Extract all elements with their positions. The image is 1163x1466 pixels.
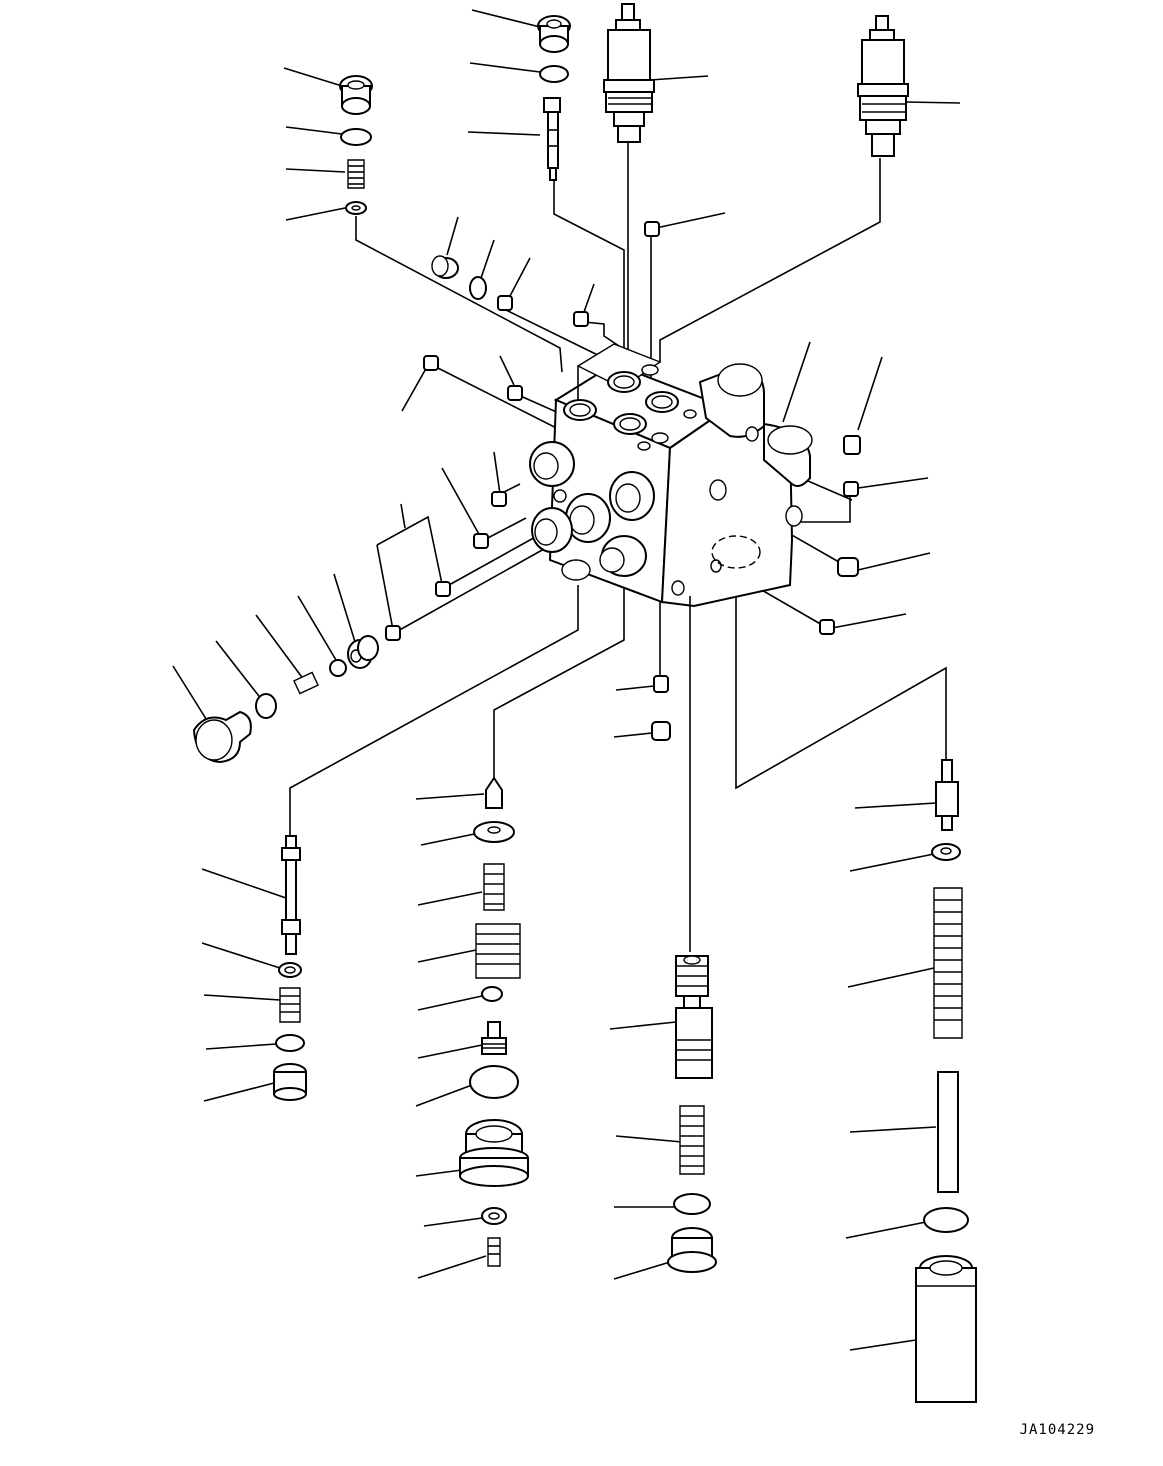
- relief-valve-right: [858, 16, 908, 156]
- top-left-parts: [340, 76, 372, 214]
- leader-lines: [173, 10, 960, 1350]
- assembly-lines: [290, 140, 946, 952]
- center-left-parts: [460, 778, 528, 1266]
- relief-valve-left: [604, 4, 654, 142]
- top-center-parts: [538, 16, 570, 180]
- left-spool: [274, 836, 306, 1100]
- valve-body: [530, 344, 812, 606]
- drawing-number: JA104229: [1019, 1422, 1095, 1438]
- right-spool: [916, 760, 976, 1402]
- front-ports: [530, 442, 654, 580]
- left-angled-parts: [194, 636, 378, 762]
- center-spool: [668, 956, 716, 1272]
- small-plugs: [386, 222, 860, 740]
